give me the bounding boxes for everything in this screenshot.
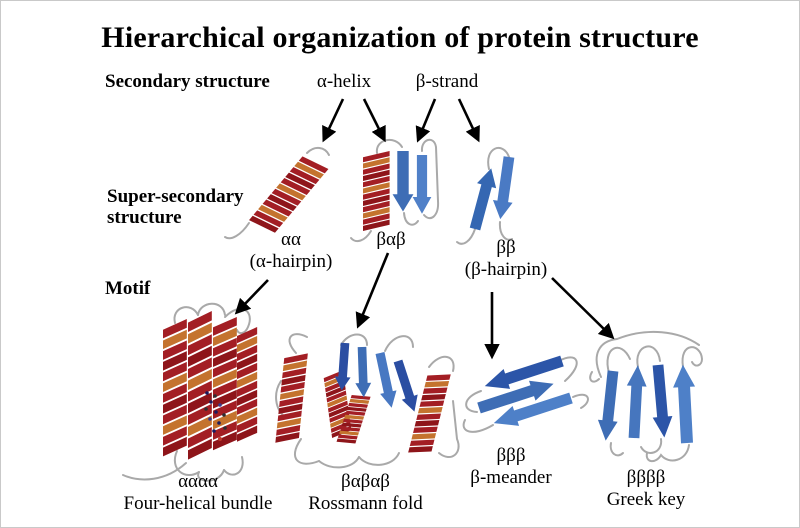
- alpha-helix-ribbon: [249, 151, 329, 239]
- loop-ribbon: [595, 330, 700, 378]
- loop-ribbon: [606, 346, 631, 374]
- alpha-helix-ribbon: [213, 317, 237, 451]
- loop-ribbon: [197, 302, 226, 316]
- loop-ribbon: [438, 400, 460, 458]
- loop-ribbon: [681, 346, 704, 368]
- loop-ribbon: [558, 356, 578, 382]
- arrow-alpha-hairpin-to-bundle: [234, 279, 269, 315]
- label-alpha-helix: α-helix: [316, 71, 372, 92]
- beta-strand-arrow: [465, 165, 501, 232]
- flow-arrows: [234, 98, 615, 360]
- loop-ribbon: [609, 442, 624, 457]
- beta-strand-arrow: [371, 351, 400, 410]
- loop-ribbon: [288, 333, 308, 354]
- page-title: Hierarchical organization of protein str…: [101, 21, 699, 54]
- arrow-alpha-helix-to-alpha-alpha: [322, 98, 345, 143]
- alpha-helix-ribbon: [188, 311, 212, 460]
- name-four-helical-bundle: Four-helical bundle: [123, 493, 273, 514]
- formula-beta-alpha-beta: βαβ: [376, 229, 406, 250]
- structure-alpha-hairpin-image: [224, 147, 330, 240]
- formula-beta-meander: βββ: [496, 445, 526, 466]
- structure-rossmann-fold-image: [275, 333, 460, 469]
- arrow-beta-alpha-beta-to-rossmann: [355, 252, 390, 329]
- loop-ribbon: [224, 222, 250, 240]
- name-greek-key: Greek key: [606, 489, 686, 510]
- loop-ribbon: [197, 469, 225, 482]
- loop-ribbon: [375, 138, 403, 154]
- formula-rossmann-fold: βαβαβ: [341, 471, 390, 492]
- loop-ribbon: [384, 335, 414, 352]
- structure-greek-key-image: [589, 330, 704, 463]
- alpha-helix-ribbon: [408, 369, 451, 458]
- loop-ribbon: [173, 306, 199, 324]
- ligand-ball-and-stick: [204, 391, 227, 441]
- formula-beta-beta: ββ: [496, 237, 516, 258]
- label-beta-alpha-beta: βαβ: [351, 229, 431, 251]
- arrow-beta-strand-to-beta-alpha-beta: [415, 98, 437, 143]
- label-greek-key: ββββ Greek key: [584, 467, 708, 511]
- row-label-super-secondary-line1: Super-secondary: [107, 186, 244, 207]
- loop-ribbon: [318, 456, 360, 469]
- arrow-beta-hairpin-to-greek-key: [551, 277, 615, 340]
- loop-ribbon: [403, 212, 419, 226]
- loop-ribbon: [640, 438, 663, 454]
- row-label-motif: Motif: [105, 278, 151, 299]
- loop-ribbon: [498, 221, 513, 241]
- name-beta-hairpin: (β-hairpin): [464, 259, 548, 280]
- loop-ribbon: [589, 371, 600, 383]
- loop-ribbon: [645, 444, 690, 463]
- loop-ribbon: [462, 419, 494, 433]
- structure-beta-meander-image: [462, 351, 589, 434]
- alpha-helix-ribbon: [275, 351, 308, 446]
- loop-ribbon: [223, 456, 244, 476]
- beta-strand-arrow: [624, 364, 648, 439]
- formula-four-helical-bundle: αααα: [178, 471, 218, 492]
- structure-beta-alpha-beta-image: [350, 138, 440, 243]
- loop-ribbon: [428, 356, 455, 372]
- label-rossmann-fold: βαβαβ Rossmann fold: [283, 471, 448, 515]
- row-label-secondary-structure: Secondary structure: [105, 71, 270, 92]
- beta-strand-arrow: [390, 358, 423, 415]
- loop-ribbon: [572, 393, 589, 409]
- beta-strand-arrow: [671, 364, 698, 444]
- loop-ribbon: [636, 345, 661, 368]
- beta-strand-arrow: [354, 346, 372, 398]
- label-beta-strand: β-strand: [415, 71, 479, 92]
- beta-strand-arrow: [595, 369, 623, 442]
- loop-ribbon: [465, 390, 482, 413]
- loop-ribbon: [456, 228, 476, 245]
- arrow-alpha-helix-to-beta-alpha-beta: [362, 98, 386, 143]
- name-beta-meander: β-meander: [470, 467, 552, 488]
- formula-alpha-alpha: αα: [281, 229, 301, 250]
- alpha-helix-ribbon: [163, 319, 187, 457]
- loop-ribbon: [350, 230, 372, 243]
- loop-ribbon: [340, 333, 368, 346]
- alpha-helix-ribbon: [237, 327, 258, 442]
- label-beta-beta: ββ (β-hairpin): [456, 237, 556, 281]
- loop-ribbon: [487, 146, 510, 170]
- label-alpha-alpha: αα (α-hairpin): [236, 229, 346, 273]
- label-beta-meander: βββ β-meander: [451, 445, 571, 489]
- structure-beta-hairpin-image: [456, 146, 519, 245]
- structure-four-helical-bundle-image: [122, 302, 258, 482]
- row-label-super-secondary-structure: Super-secondary structure: [107, 186, 244, 228]
- loop-ribbon: [122, 462, 187, 481]
- name-rossmann-fold: Rossmann fold: [308, 493, 423, 514]
- loop-ribbon: [306, 147, 330, 156]
- beta-strand-arrow: [392, 151, 414, 212]
- name-alpha-hairpin: (α-hairpin): [249, 251, 333, 272]
- loop-ribbon: [294, 438, 320, 465]
- beta-strand-arrow: [648, 364, 675, 439]
- label-four-helical-bundle: αααα Four-helical bundle: [108, 471, 288, 515]
- beta-strand-arrow: [490, 155, 519, 221]
- arrow-beta-strand-to-beta-beta: [457, 98, 480, 143]
- loop-ribbon: [174, 450, 200, 477]
- formula-greek-key: ββββ: [626, 467, 666, 488]
- beta-strand-arrow: [412, 155, 432, 214]
- alpha-helix-ribbon: [363, 151, 390, 231]
- loop-ribbon: [358, 452, 400, 466]
- row-label-super-secondary-line2: structure: [107, 207, 182, 228]
